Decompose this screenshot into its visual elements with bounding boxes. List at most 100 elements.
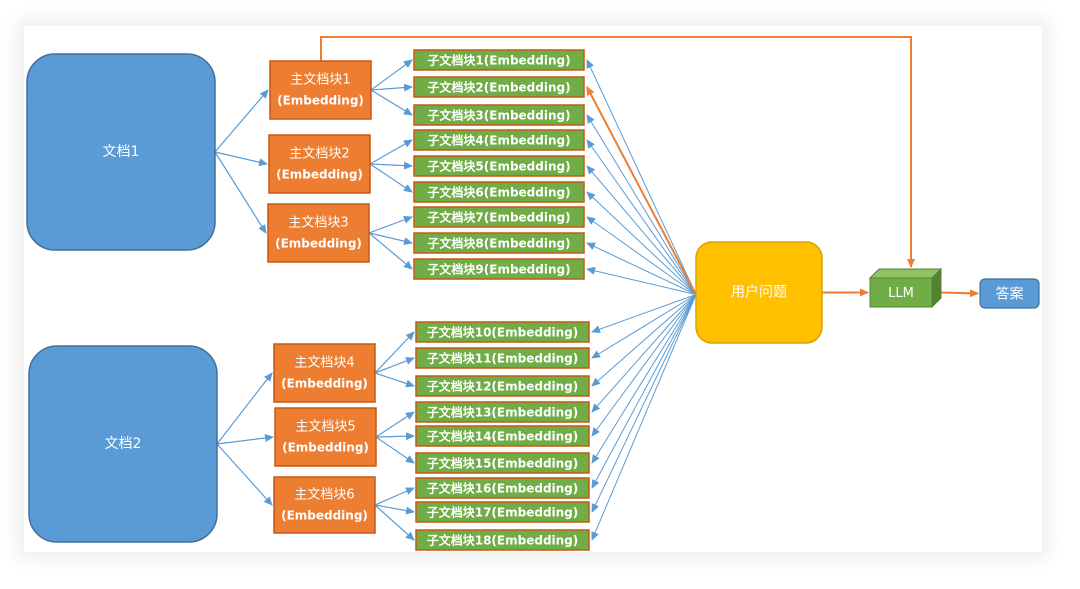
sub-chunk-shape — [413, 129, 585, 151]
question-to-sub-arrow — [586, 139, 697, 295]
sub-chunk-shape — [415, 477, 590, 499]
doc-to-main-arrow — [214, 151, 267, 234]
sub-chunk-shape — [413, 76, 585, 98]
answer-shape — [979, 278, 1040, 309]
document-shape — [26, 53, 216, 251]
question-to-sub-arrow — [586, 165, 697, 295]
main-chunk-shape — [273, 476, 376, 534]
sub-chunk-node-s14: 子文档块14(Embedding) — [415, 425, 590, 447]
main-chunk-subtitle: (Embedding) — [281, 509, 368, 523]
sub-chunk-label: 子文档块18(Embedding) — [427, 533, 579, 548]
main-chunk-subtitle: (Embedding) — [282, 441, 369, 455]
main-to-sub-arrow — [368, 232, 413, 246]
question-to-sub-arrow — [591, 294, 697, 437]
main-to-sub-arrow — [374, 504, 415, 541]
sub-chunk-label: 子文档块9(Embedding) — [427, 262, 570, 277]
sub-chunk-shape — [415, 452, 590, 474]
doc-to-main-arrow — [214, 151, 268, 167]
nodes: 文档1文档2主文档块1(Embedding)主文档块2(Embedding)主文… — [26, 49, 1040, 551]
llm-box-top — [868, 268, 943, 279]
sub-chunk-shape — [413, 49, 585, 71]
main-chunk-shape — [269, 60, 372, 120]
sub-chunk-label: 子文档块14(Embedding) — [427, 429, 579, 444]
document-node-doc2: 文档2 — [28, 345, 218, 543]
sub-chunk-label: 子文档块10(Embedding) — [427, 325, 579, 340]
sub-chunk-label: 子文档块16(Embedding) — [427, 481, 579, 496]
sub-chunk-node-s8: 子文档块8(Embedding) — [413, 232, 585, 254]
main-chunk-node-m3: 主文档块3 (Embedding) — [267, 203, 370, 263]
main-chunk-node-m2: 主文档块2 (Embedding) — [268, 134, 371, 194]
user-question-node: 用户问题 — [695, 241, 823, 344]
main-chunk-shape — [267, 203, 370, 263]
main-to-sub-arrow — [375, 436, 415, 464]
main-to-sub-arrow — [374, 331, 415, 374]
document-node-doc1: 文档1 — [26, 53, 216, 251]
question-to-sub-arrow — [586, 242, 697, 295]
main-to-sub-arrow — [369, 163, 413, 193]
question-to-sub-arrow — [586, 114, 697, 295]
llm-node: LLM — [868, 267, 943, 309]
sub-chunk-node-s6: 子文档块6(Embedding) — [413, 181, 585, 203]
question-to-sub-arrow — [586, 191, 697, 295]
main-to-sub-arrow — [374, 487, 415, 506]
llm-box-front — [869, 277, 933, 308]
sub-chunk-node-s13: 子文档块13(Embedding) — [415, 401, 590, 423]
sub-chunk-node-s11: 子文档块11(Embedding) — [415, 347, 590, 369]
sub-chunk-label: 子文档块13(Embedding) — [427, 405, 579, 420]
sub-chunk-label: 子文档块17(Embedding) — [427, 505, 579, 520]
main-to-sub-arrow — [368, 232, 413, 270]
question-to-sub-arrow — [586, 266, 697, 295]
user-question-label: 用户问题 — [731, 284, 787, 301]
sub-chunk-shape — [415, 529, 590, 551]
sub-chunk-label: 子文档块8(Embedding) — [427, 236, 570, 251]
main-chunk-node-m6: 主文档块6 (Embedding) — [273, 476, 376, 534]
sub-chunk-shape — [415, 347, 590, 369]
sub-chunk-label: 子文档块7(Embedding) — [427, 210, 570, 225]
sub-chunk-label: 子文档块5(Embedding) — [427, 159, 570, 174]
question-to-sub-arrow — [591, 294, 697, 464]
main-to-sub-arrow — [374, 372, 415, 388]
main-to-sub-arrow — [370, 83, 413, 92]
sub-chunk-node-s1: 子文档块1(Embedding) — [413, 49, 585, 71]
doc-to-main-arrow — [216, 434, 274, 445]
question-to-sub-arrow — [591, 294, 697, 359]
edges — [214, 36, 979, 541]
sub-chunk-shape — [413, 258, 585, 280]
matched-sub-arrow — [586, 86, 697, 295]
sub-chunk-label: 子文档块2(Embedding) — [427, 80, 570, 95]
sub-chunk-shape — [413, 181, 585, 203]
main-chunk-title: 主文档块5 — [295, 420, 355, 435]
main-chunk-subtitle: (Embedding) — [276, 168, 363, 182]
main-chunk-title: 主文档块6 — [294, 488, 354, 503]
main-chunk-shape — [274, 407, 377, 467]
question-to-sub-arrow — [591, 294, 697, 489]
main-chunk-node-m5: 主文档块5 (Embedding) — [274, 407, 377, 467]
answer-label: 答案 — [996, 286, 1024, 303]
llm-label: LLM — [888, 286, 914, 301]
main-to-sub-arrow — [369, 161, 413, 170]
sub-chunk-node-s17: 子文档块17(Embedding) — [415, 501, 590, 523]
main-to-sub-arrow — [369, 139, 413, 165]
main-chunk-subtitle: (Embedding) — [275, 237, 362, 251]
question-to-sub-arrow — [586, 216, 697, 295]
question-to-sub-arrow — [591, 294, 697, 387]
sub-chunk-node-s7: 子文档块7(Embedding) — [413, 206, 585, 228]
main-chunk-title: 主文档块4 — [294, 356, 354, 371]
sub-chunk-node-s12: 子文档块12(Embedding) — [415, 375, 590, 397]
sub-chunk-shape — [413, 155, 585, 177]
sub-chunk-label: 子文档块1(Embedding) — [427, 53, 570, 68]
main-chunk-title: 主文档块2 — [289, 147, 349, 162]
main-chunk-title: 主文档块3 — [288, 216, 348, 231]
llm-to-answer-arrow — [940, 289, 979, 298]
sub-chunk-label: 子文档块4(Embedding) — [427, 133, 570, 148]
main-chunk-subtitle: (Embedding) — [281, 377, 368, 391]
sub-chunk-node-s2: 子文档块2(Embedding) — [413, 76, 585, 98]
user-question-shape — [695, 241, 823, 344]
question-to-sub-arrow — [586, 59, 697, 295]
sub-chunk-node-s9: 子文档块9(Embedding) — [413, 258, 585, 280]
main-chunk-node-m1: 主文档块1(Embedding) — [269, 60, 372, 120]
sub-chunk-shape — [415, 501, 590, 523]
sub-chunk-label: 子文档块11(Embedding) — [427, 351, 579, 366]
